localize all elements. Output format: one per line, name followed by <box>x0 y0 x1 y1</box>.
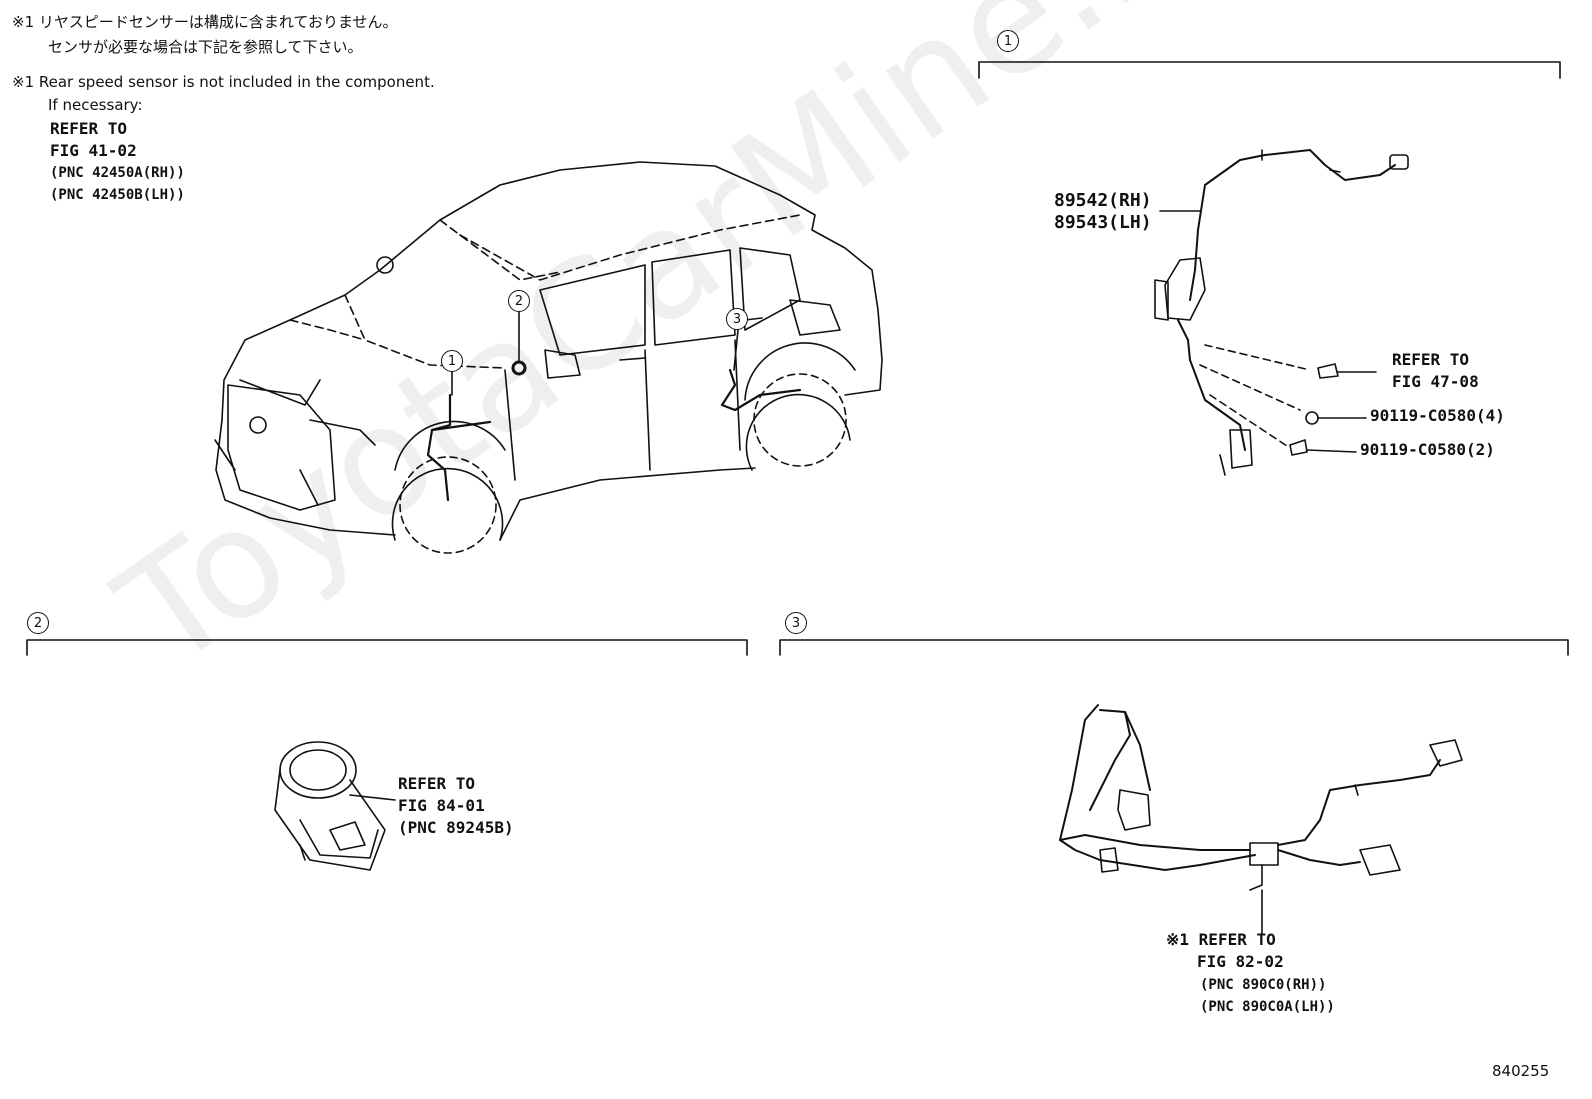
note-fig: FIG 41-02 <box>50 141 137 160</box>
section2-pnc: (PNC 89245B) <box>398 818 514 837</box>
note-en-line2: If necessary: <box>48 96 143 114</box>
note-jp-line1: ※1 リヤスピードセンサーは構成に含まれておりません。 <box>12 13 398 31</box>
section2-callout: 2 <box>27 612 49 634</box>
section2-fig: FIG 84-01 <box>398 796 485 815</box>
rear-harness-drawing <box>1059 704 1463 936</box>
note-en-line1: ※1 Rear speed sensor is not included in … <box>12 73 435 91</box>
section1-fig: FIG 47-08 <box>1392 372 1479 391</box>
vehicle-callout-3: 3 <box>726 308 748 330</box>
yaw-sensor-drawing <box>274 741 396 871</box>
section3-refer-to: ※1 REFER TO <box>1166 930 1276 949</box>
vehicle-drawing <box>214 161 883 554</box>
bolt-part-number-a: 90119-C0580(4) <box>1370 406 1505 425</box>
section1-refer-to: REFER TO <box>1392 350 1470 369</box>
diagram-code: 840255 <box>1492 1062 1550 1080</box>
section3-callout: 3 <box>785 612 807 634</box>
section2-refer-to: REFER TO <box>398 774 476 793</box>
vehicle-callout-2: 2 <box>508 290 530 312</box>
note-jp-line2: センサが必要な場合は下記を参照して下さい。 <box>48 38 363 56</box>
section1-bracket <box>978 61 1561 79</box>
section3-bracket <box>779 639 1569 656</box>
note-refer-to: REFER TO <box>50 119 128 138</box>
section1-callout: 1 <box>997 30 1019 52</box>
bolt-part-number-b: 90119-C0580(2) <box>1360 440 1495 459</box>
note-pnc-lh: (PNC 42450B(LH)) <box>50 187 185 203</box>
vehicle-callout-1: 1 <box>441 350 463 372</box>
section2-bracket <box>26 639 748 656</box>
section3-pnc-rh: (PNC 890C0(RH)) <box>1200 977 1327 993</box>
section3-fig: FIG 82-02 <box>1197 952 1284 971</box>
front-harness-drawing <box>1154 149 1409 476</box>
section3-pnc-lh: (PNC 890C0A(LH)) <box>1200 999 1335 1015</box>
part-number-lh: 89543(LH) <box>1054 212 1152 233</box>
note-pnc-rh: (PNC 42450A(RH)) <box>50 165 185 181</box>
part-number-rh: 89542(RH) <box>1054 190 1152 211</box>
